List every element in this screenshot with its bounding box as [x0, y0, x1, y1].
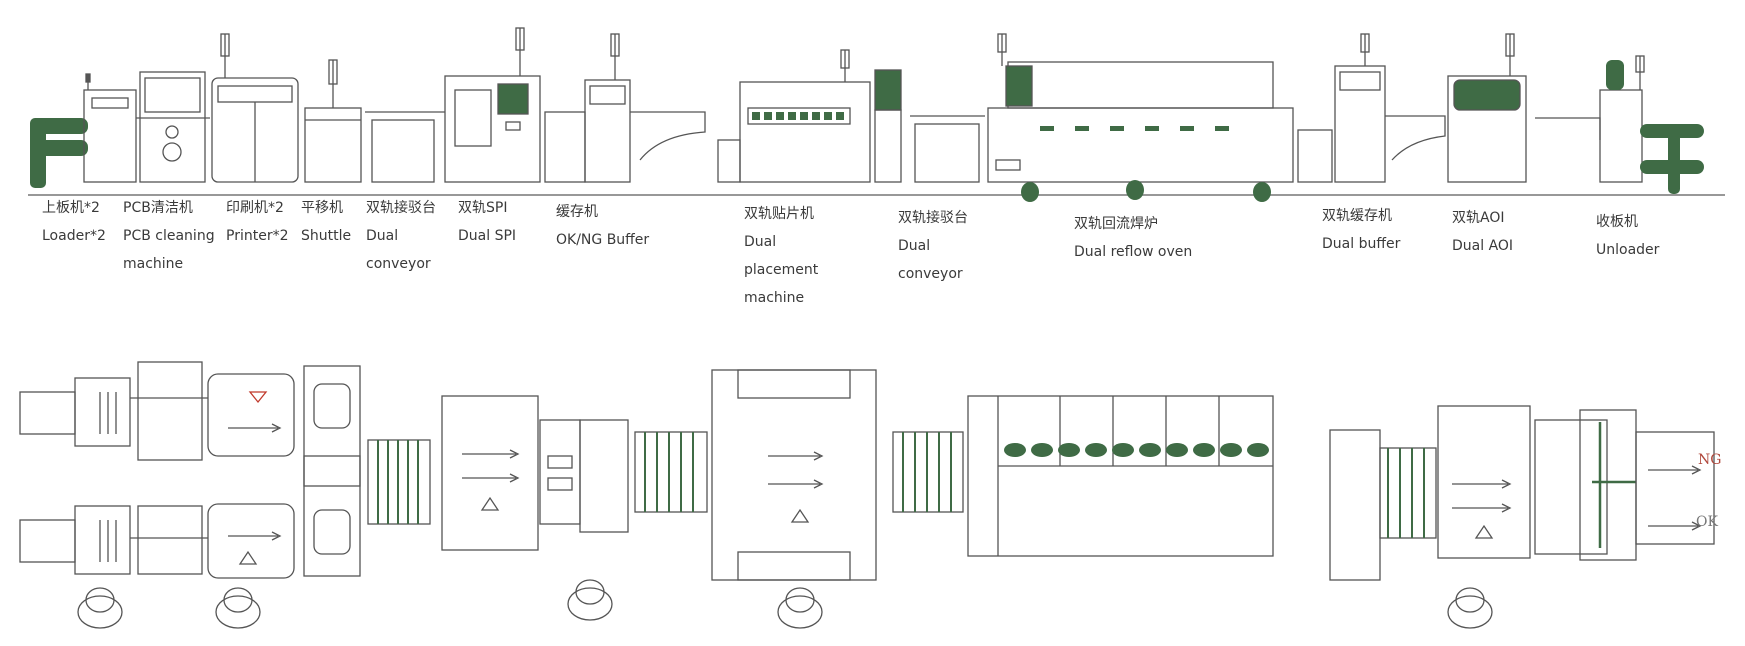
placement-plan-icon	[711, 369, 877, 581]
loader-plan-icon	[19, 377, 131, 575]
dual-conveyor-side-icon	[365, 111, 445, 183]
conveyor-plan-2-icon	[634, 431, 708, 513]
dual-spi-side-icon	[444, 27, 541, 183]
pcb-cleaning-side-icon	[136, 71, 210, 183]
printer-side-icon	[211, 33, 299, 183]
conveyor-plan-3-icon	[892, 431, 964, 513]
buffer-plan-icon	[539, 419, 629, 533]
shuttle-plan-icon	[303, 365, 361, 577]
buffer-side-icon	[544, 33, 706, 183]
unloader-ok-mark: OK	[1696, 514, 1718, 530]
unloader-ng-mark: NG	[1698, 452, 1721, 468]
reflow-plan-icon	[967, 395, 1274, 557]
dual-aoi-side-icon	[1447, 33, 1527, 183]
shuttle-side-icon	[304, 59, 362, 183]
cleaning-plan-icon	[130, 361, 208, 575]
reflow-oven-side-icon	[987, 33, 1294, 202]
placement-side-icon	[717, 49, 902, 183]
spi-plan-icon	[441, 395, 539, 551]
unloader-plan-icon	[1534, 409, 1715, 561]
printer-plan-icon	[207, 373, 295, 579]
conveyor-plan-icon	[367, 439, 431, 525]
aoi-plan-icon	[1437, 405, 1531, 559]
dual-buffer-plan-icon	[1329, 429, 1437, 581]
operator-icon	[77, 579, 1493, 629]
dual-conveyor-2-side-icon	[910, 115, 985, 183]
unloader-side-icon	[1535, 55, 1704, 194]
dual-buffer-side-icon	[1297, 33, 1446, 183]
loader-side-icon	[30, 73, 137, 188]
